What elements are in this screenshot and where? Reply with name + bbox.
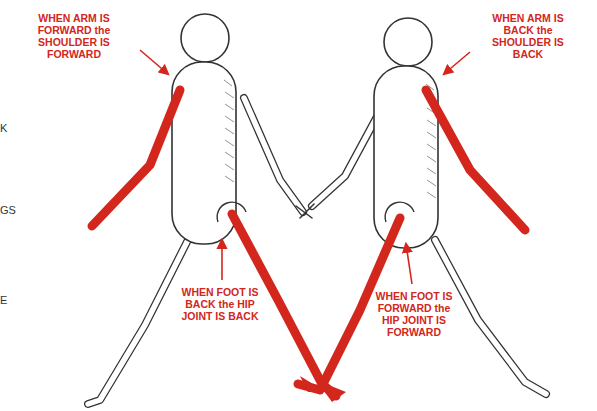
annotation: WHEN FOOT IS FORWARD the HIP JOINT IS FO…	[372, 290, 456, 338]
leader-arrow	[140, 50, 168, 74]
red-arm	[426, 90, 525, 230]
annotation: WHEN ARM IS FORWARD the SHOULDER IS FORW…	[22, 12, 126, 60]
back-leg	[88, 232, 192, 404]
edge-fragment: K	[0, 122, 20, 134]
leader-arrow	[221, 240, 223, 280]
red-arm	[92, 90, 180, 226]
head	[384, 18, 432, 66]
edge-fragment: E	[0, 294, 20, 306]
head	[181, 14, 229, 62]
red-foot	[300, 376, 326, 392]
leader-arrow	[444, 52, 470, 74]
back-leg-fill	[435, 240, 546, 394]
shading	[224, 80, 436, 198]
hands	[296, 204, 314, 218]
edge-fragment: GS	[0, 204, 20, 216]
leader-arrow	[406, 244, 412, 284]
back-leg-fill	[88, 232, 192, 404]
annotation: WHEN ARM IS BACK the SHOULDER IS BACK	[478, 12, 578, 60]
back-arm-fill	[244, 98, 303, 212]
annotation: WHEN FOOT IS BACK the HIP JOINT IS BACK	[180, 286, 260, 322]
back-leg	[435, 240, 546, 394]
back-arm	[244, 98, 303, 212]
